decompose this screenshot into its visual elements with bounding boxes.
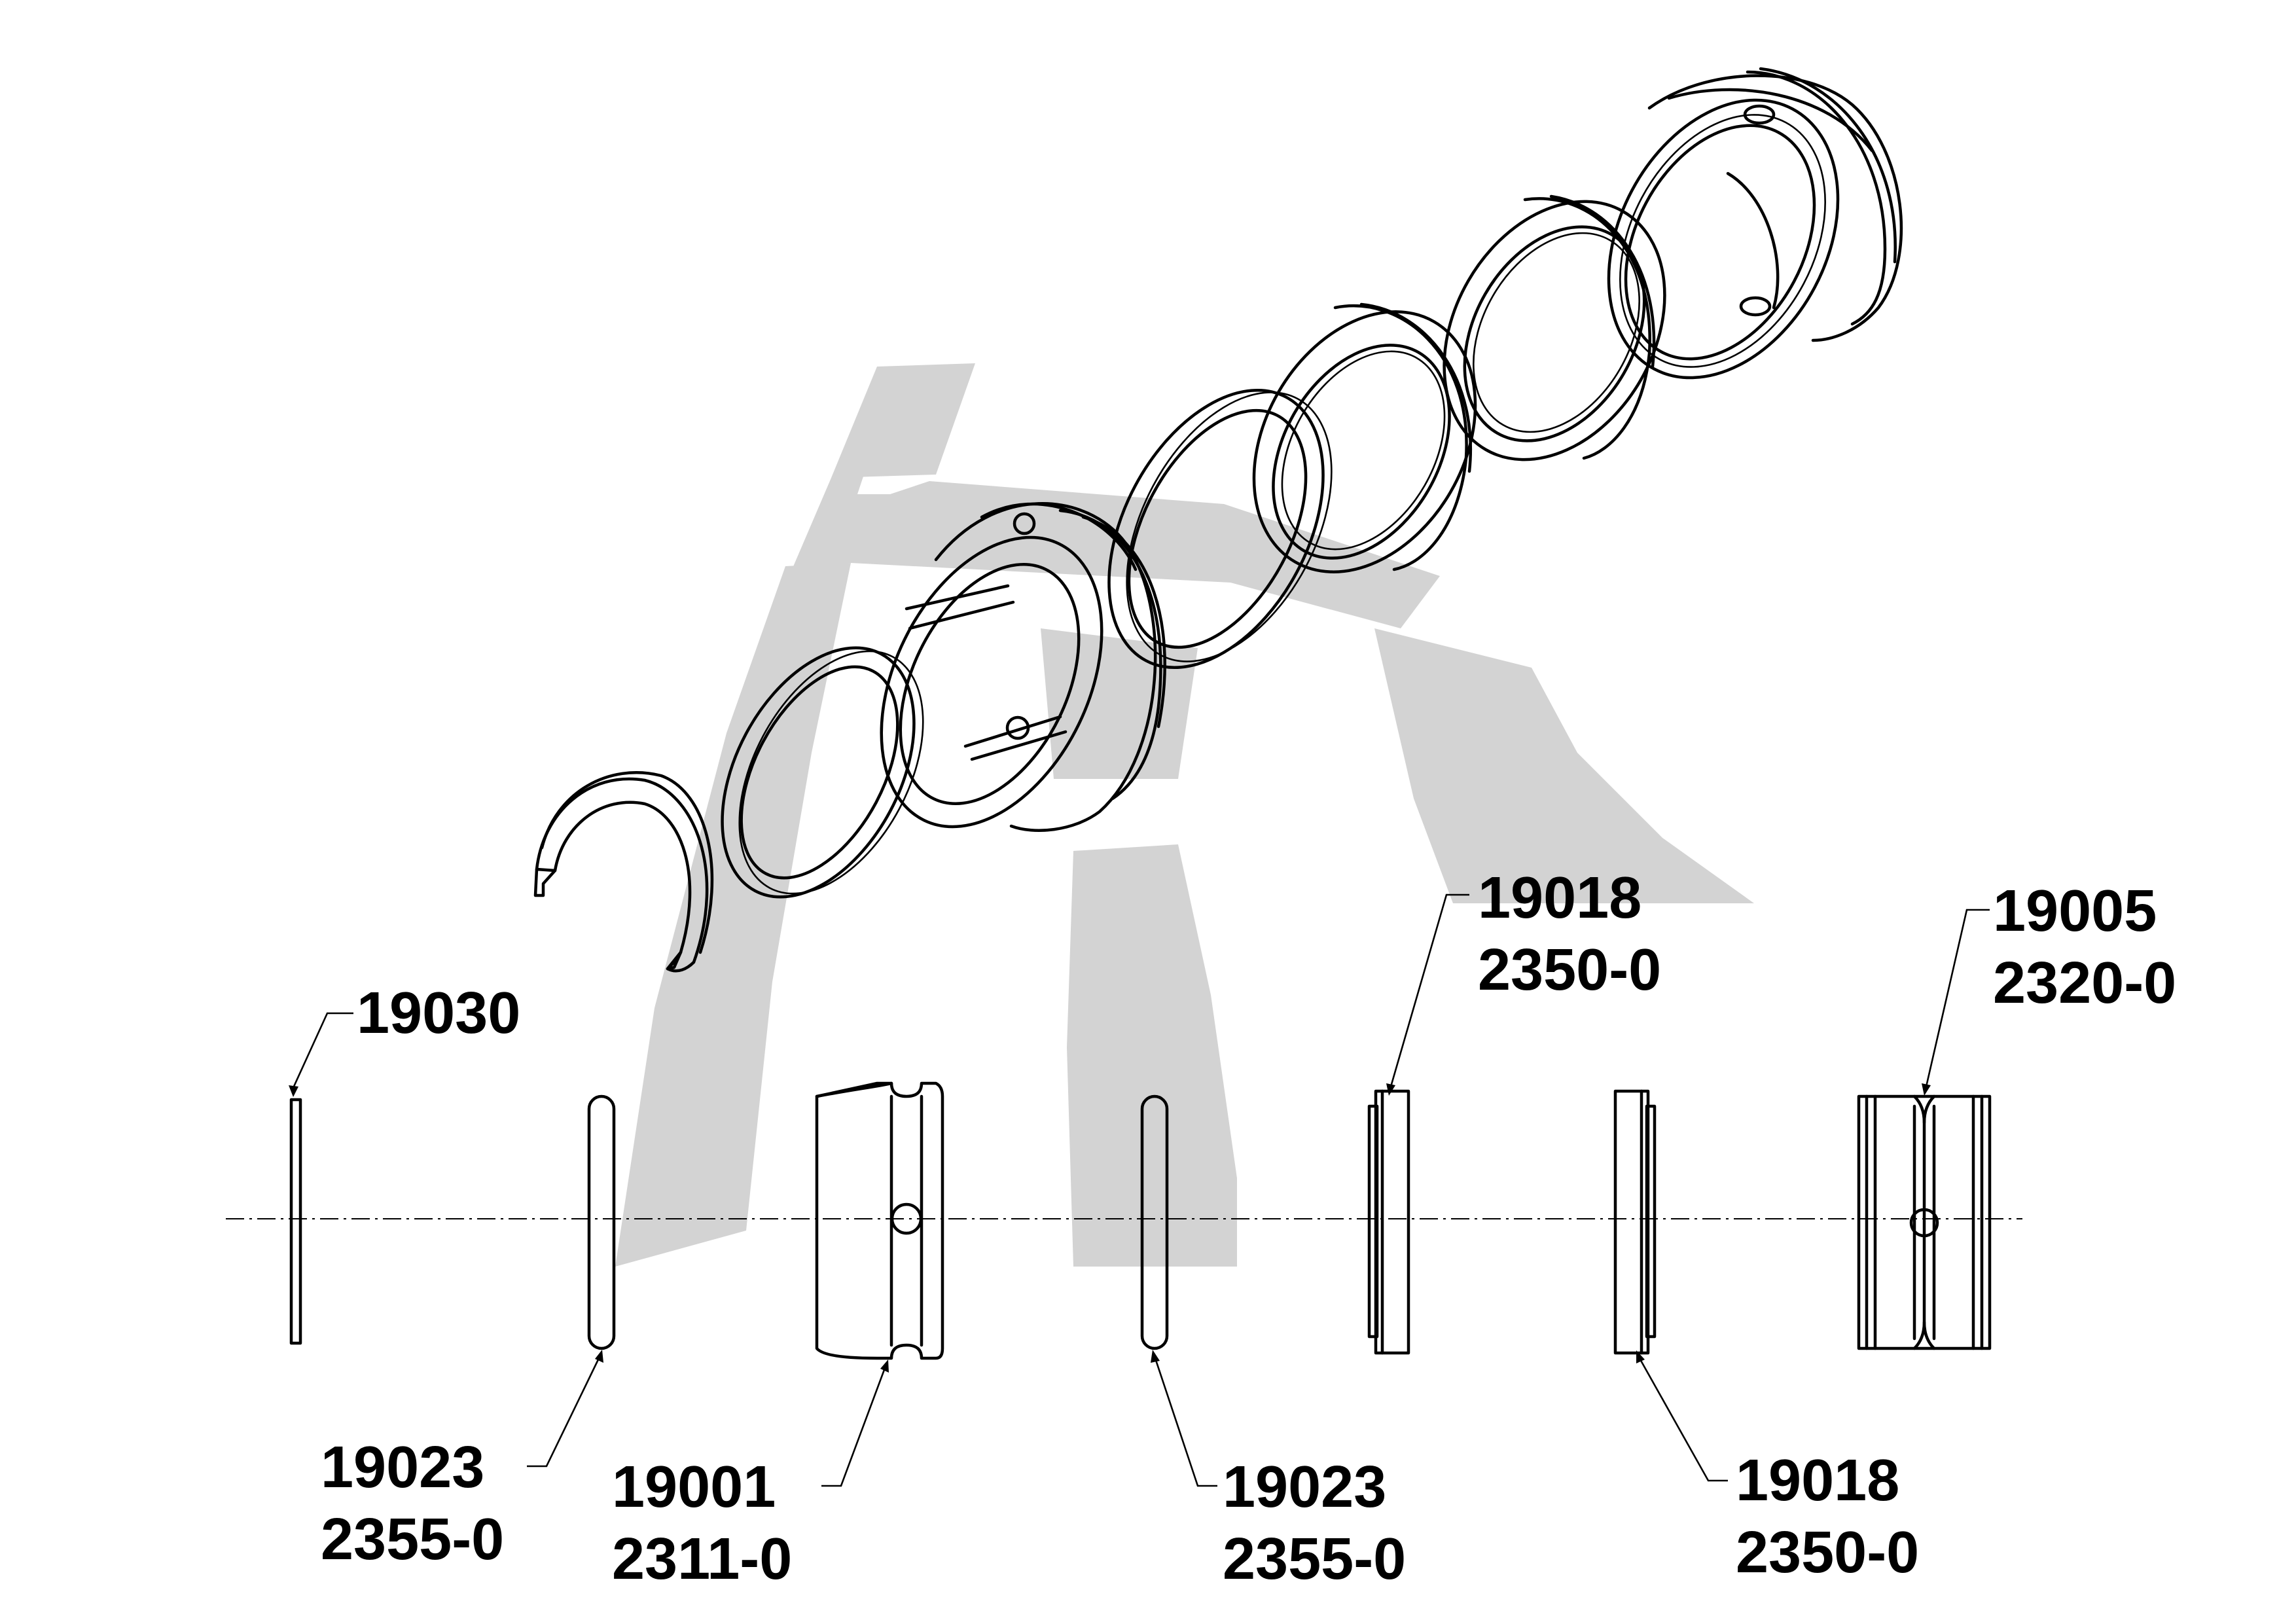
gasket-left-iso [721, 646, 924, 899]
gasket-right-side [1140, 1094, 1169, 1350]
part-number: 19018 [1736, 1448, 1899, 1513]
callout-19001: 19001 2311-0 [612, 1454, 792, 1592]
housing-iso [1607, 67, 1903, 380]
callout-19005: 19005 2320-0 [1993, 878, 2176, 1016]
ref-number: 2311-0 [612, 1526, 792, 1592]
callout-19018-top: 19018 2350-0 [1478, 865, 1661, 1003]
callout-19018-bottom: 19018 2350-0 [1736, 1448, 1919, 1585]
ref-number: 2350-0 [1736, 1520, 1919, 1585]
watermark-logo [615, 363, 1754, 1267]
leader-lines [289, 893, 1990, 1487]
snap-ring-iso [533, 771, 714, 973]
part-number: 19001 [612, 1454, 776, 1520]
seal-bottom-side [1613, 1089, 1657, 1355]
ref-number: 2355-0 [1223, 1526, 1406, 1592]
gasket-right-iso [1107, 388, 1333, 670]
part-number: 19023 [1223, 1454, 1386, 1520]
ref-number: 2355-0 [321, 1507, 504, 1572]
part-number: 19023 [321, 1435, 484, 1500]
part-number: 19018 [1478, 865, 1641, 931]
part-number: 19030 [357, 981, 520, 1046]
housing-side [1857, 1094, 1992, 1350]
callout-19030: 19030 [357, 981, 520, 1046]
ref-number: 2320-0 [1993, 950, 2176, 1016]
gasket-left-side [587, 1094, 616, 1350]
callout-19023-left: 19023 2355-0 [321, 1435, 504, 1572]
part-number: 19005 [1993, 878, 2157, 944]
sleeve-side [815, 1081, 944, 1360]
callout-19023-right: 19023 2355-0 [1223, 1454, 1406, 1592]
seal-top-side [1367, 1089, 1410, 1355]
ref-number: 2350-0 [1478, 937, 1661, 1003]
snap-ring-side [289, 1098, 302, 1345]
sleeve-iso [880, 502, 1166, 832]
